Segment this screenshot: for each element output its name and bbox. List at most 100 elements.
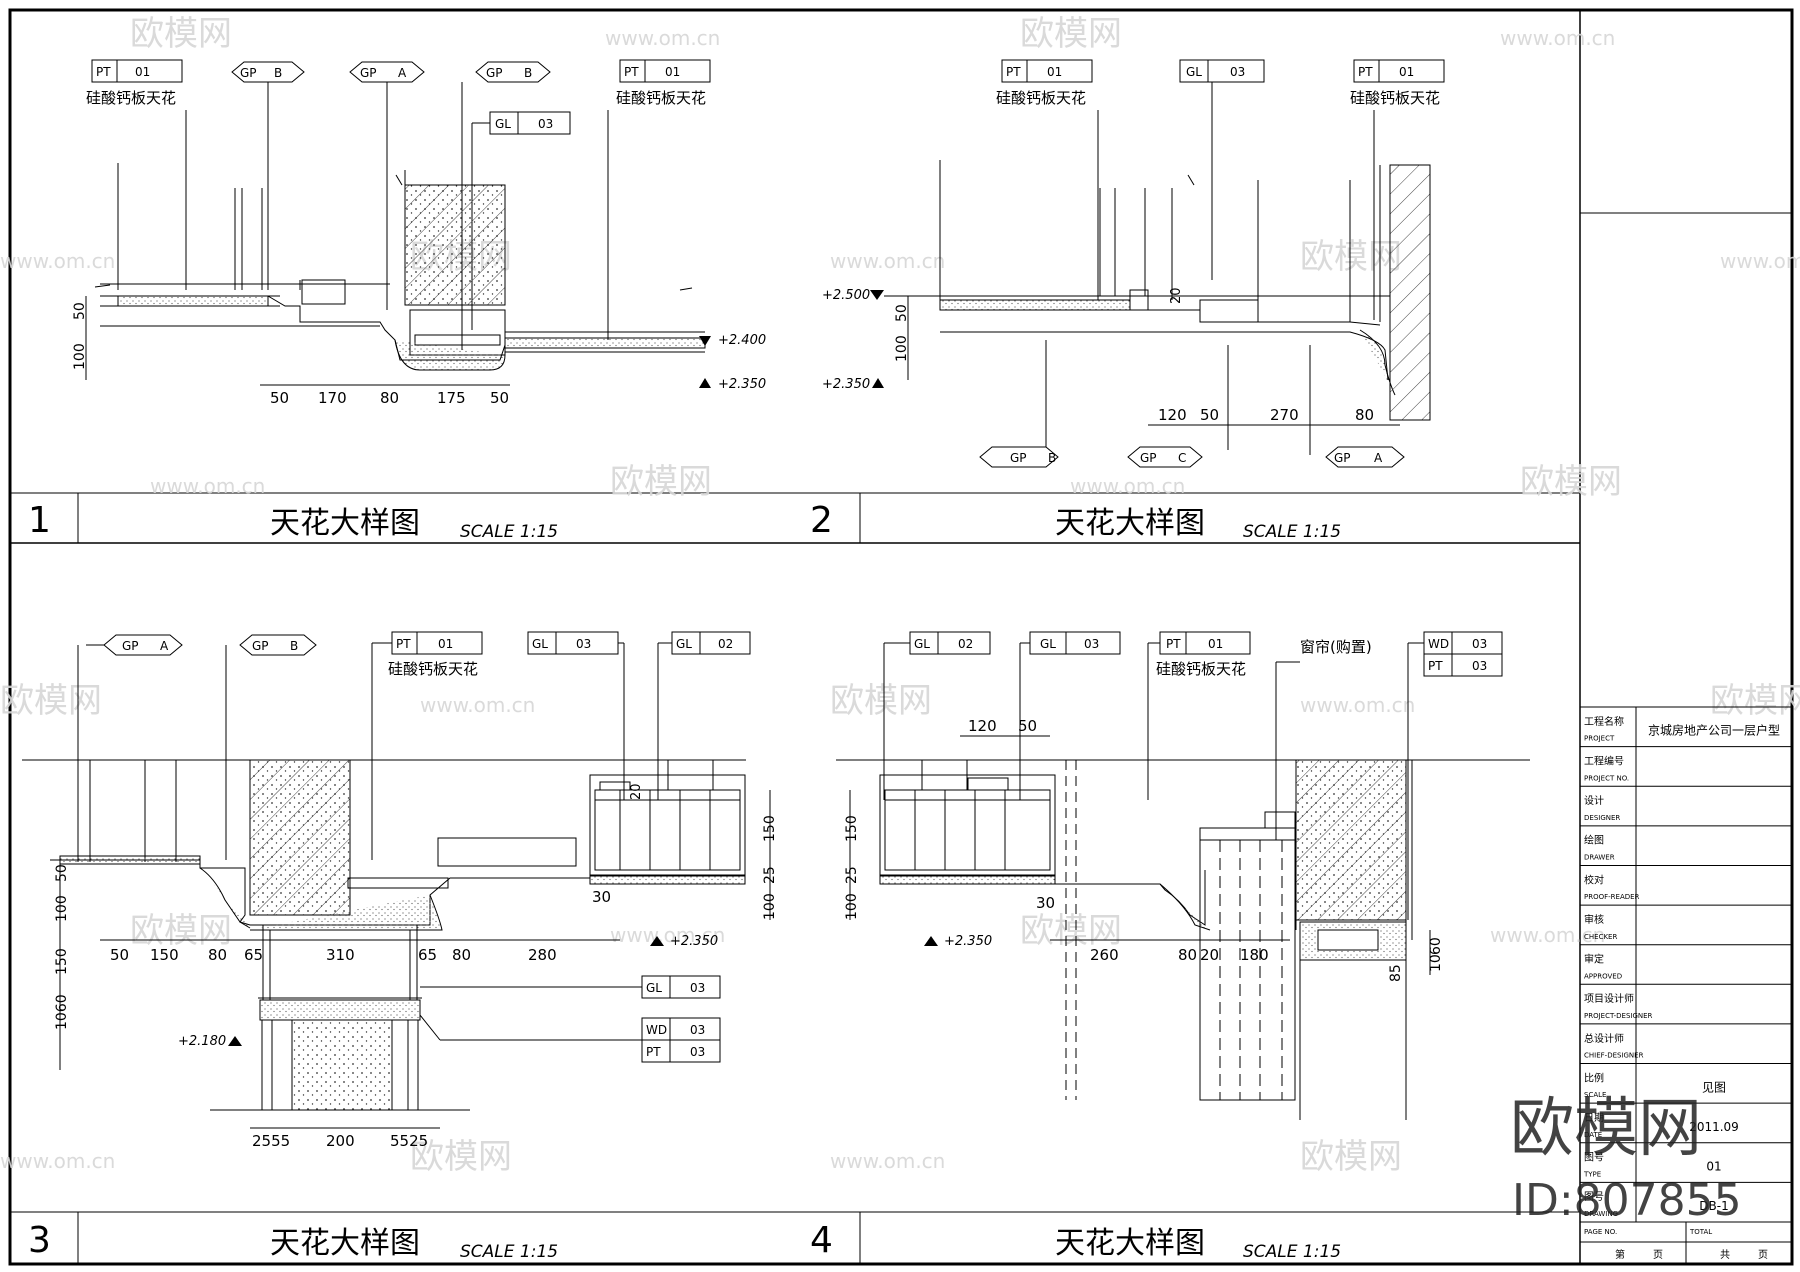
svg-text:03: 03 [576,637,591,651]
title-block-label-en: PROJECT NO. [1584,774,1629,782]
panel-scale: SCALE 1:15 [460,1242,558,1262]
title-block-label-en: PROJECT-DESIGNER [1584,1012,1653,1020]
title-block-value: DB-1 [1699,1199,1728,1213]
dimension-label: 65 [244,946,263,964]
watermark-brand: 欧模网 [1020,911,1122,951]
dimension-label: 50 [110,946,129,964]
dimension-label: 170 [318,389,347,407]
watermark-brand: 欧模网 [1710,681,1800,721]
watermark-brand: 欧模网 [1300,1137,1402,1177]
dimension-label: 20 [1169,287,1184,304]
panel-scale: SCALE 1:15 [460,522,558,542]
watermark-site: www.om.cn [420,693,535,717]
title-block-label-cn: 校对 [1584,873,1604,886]
title-block-value: 见图 [1702,1080,1726,1094]
svg-text:PT: PT [96,65,111,79]
dimension-label: 270 [1270,406,1299,424]
svg-text:GL: GL [1040,637,1056,651]
svg-text:A: A [1374,451,1383,465]
material-note: 硅酸钙板天花 [86,89,176,107]
material-note: 硅酸钙板天花 [1350,89,1440,107]
dimension-label: 150 [844,815,860,842]
watermark-site: www.om.cn [830,1149,945,1173]
svg-text:GP: GP [486,66,503,80]
panel-number: 3 [28,1220,51,1261]
title-block-label-cn: 审定 [1584,953,1604,966]
svg-text:PT: PT [1358,65,1373,79]
title-block-label-en: DESIGNER [1584,814,1620,822]
detail-panel-2: PT 01 硅酸钙板天花 GL 03 PT 01 硅酸钙板天花 [810,59,1445,542]
watermark-brand: 欧模网 [830,681,932,721]
dimension-label: 310 [326,946,355,964]
title-block-label-cn: 图号 [1584,1152,1604,1164]
dimension-label: 80 [1355,406,1374,424]
detail-panel-1: PT 01 硅酸钙板天花 GP B GP A GP B GL 03 [28,59,766,542]
detail-panel-4: GL 02 GL 03 PT 01 硅酸钙板天花 窗帘(购置) [810,631,1530,1262]
watermark-brand: 欧模网 [1300,237,1402,277]
svg-text:01: 01 [438,637,453,651]
title-block-value: 京城房地产公司一层户型 [1648,723,1780,738]
svg-text:GL: GL [532,637,548,651]
title-block-label-en: APPROVED [1584,972,1622,980]
level-mark: +2.350 [822,377,870,392]
material-tag-pt01: PT 01 硅酸钙板天花 [996,59,1099,300]
level-mark: +2.400 [718,333,766,348]
svg-text:PT: PT [1428,659,1443,673]
panel-title: 天花大样图 [270,1226,420,1261]
watermark-site: www.om.cn [1070,474,1185,498]
material-tag-pt01: PT 01 硅酸钙板天花 [86,59,187,290]
svg-text:第: 第 [1615,1248,1625,1261]
section-tag-gp-c: GP C [1127,446,1203,468]
level-mark: +2.350 [718,377,766,392]
dimension-label: 30 [592,888,611,906]
dimension-label: 25 [844,866,860,884]
dimension-label: 100 [762,893,778,920]
watermark-site: www.om.cn [0,1149,115,1173]
svg-text:A: A [398,66,407,80]
curtain-note: 窗帘(购置) [1300,638,1372,656]
title-block-label-cn: 绘图 [1584,834,1604,847]
material-tag-gl03: GL 03 [527,631,625,800]
svg-text:B: B [524,66,532,80]
watermark-site: www.om.cn [1500,26,1615,50]
svg-text:03: 03 [1230,65,1245,79]
watermark-site: www.om.cn [830,249,945,273]
section-tag-gp-b: GP B [979,340,1059,468]
title-block-label-en: DRAWER [1584,854,1615,862]
dimension-label: 60 [1428,937,1444,955]
title-block-value: 2011.09 [1689,1120,1739,1134]
svg-text:PT: PT [1006,65,1021,79]
watermark-site: www.om.cn [1490,923,1605,947]
title-block-label-cn: 工程名称 [1584,715,1624,728]
dimension-label: 5525 [390,1132,428,1150]
panel-number: 4 [810,1220,833,1261]
svg-text:GP: GP [1334,451,1351,465]
svg-text:01: 01 [1047,65,1062,79]
svg-text:01: 01 [135,65,150,79]
svg-text:01: 01 [1399,65,1414,79]
dimension-label: 20 [629,783,644,800]
svg-text:GP: GP [252,639,269,653]
watermark-site: www.om.cn [610,923,725,947]
title-block-label-en: PROOF-READER [1584,893,1640,901]
svg-text:C: C [1178,451,1186,465]
svg-text:02: 02 [718,637,733,651]
dimension-label: 80 [208,946,227,964]
dimension-label: 150 [150,946,179,964]
svg-text:03: 03 [690,981,705,995]
dimension-label: 85 [1388,964,1404,982]
title-block-label-en: CHIEF-DESIGNER [1584,1052,1644,1060]
material-note: 硅酸钙板天花 [996,89,1086,107]
page-no-label: PAGE NO. [1584,1228,1617,1236]
dimension-label: 20 [1200,946,1219,964]
watermark-site: www.om.cn [150,474,265,498]
svg-text:GP: GP [360,66,377,80]
watermark-site: www.om.cn [1300,693,1415,717]
panel-title: 天花大样图 [1055,506,1205,541]
svg-text:GP: GP [1010,451,1027,465]
material-tag-gl03: GL 03 [1179,59,1265,280]
dimension-label: 50 [1200,406,1219,424]
dimension-label: 120 [1158,406,1187,424]
